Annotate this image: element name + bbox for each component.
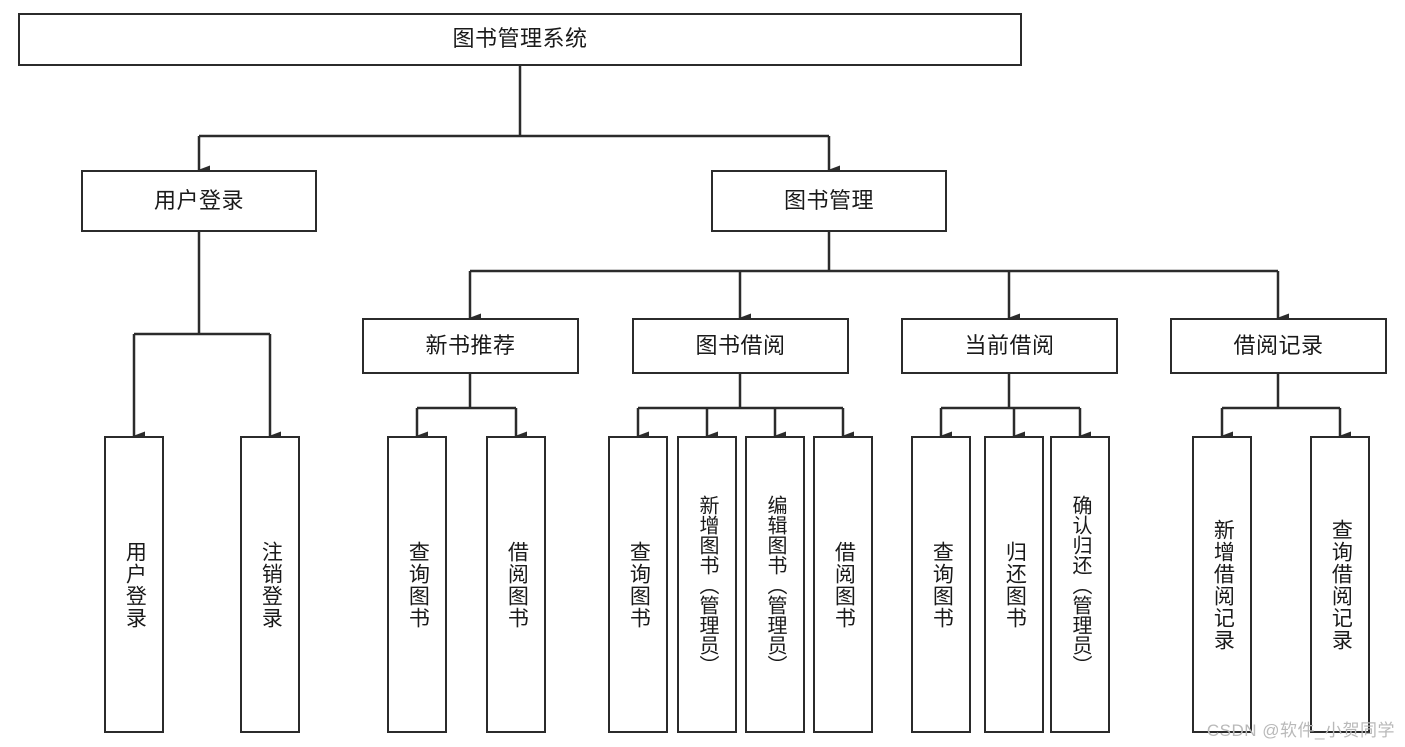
node-leaf-8[interactable]: 查询图书 [911,436,971,733]
node-leaf-12-label: 查询借阅记录 [1329,518,1353,651]
node-leaf-7-label: 借阅图书 [832,540,856,629]
node-leaf-0[interactable]: 用户登录 [104,436,164,733]
node-root-system-label: 图书管理系统 [452,26,588,52]
node-leaf-3[interactable]: 借阅图书 [486,436,546,733]
node-leaf-6[interactable]: 编辑图书（管理员） [745,436,805,733]
node-level2-1[interactable]: 图书管理 [711,170,947,232]
node-leaf-11-label: 新增借阅记录 [1211,518,1235,651]
node-leaf-6-label: 编辑图书（管理员） [764,494,786,675]
node-leaf-5-label: 新增图书（管理员） [696,494,718,675]
connector-lines [132,66,1351,441]
node-leaf-5[interactable]: 新增图书（管理员） [677,436,737,733]
node-level2-1-label: 图书管理 [783,187,874,213]
node-leaf-12[interactable]: 查询借阅记录 [1310,436,1370,733]
node-leaf-1[interactable]: 注销登录 [240,436,300,733]
node-leaf-10[interactable]: 确认归还（管理员） [1050,436,1110,733]
node-leaf-2[interactable]: 查询图书 [387,436,447,733]
node-leaf-0-label: 用户登录 [123,540,147,629]
node-leaf-2-label: 查询图书 [406,540,430,629]
node-level3-0[interactable]: 新书推荐 [362,318,579,374]
node-leaf-10-label: 确认归还（管理员） [1069,494,1091,675]
node-root-system[interactable]: 图书管理系统 [18,13,1022,66]
node-level3-3-label: 借阅记录 [1233,332,1324,358]
node-level3-2-label: 当前借阅 [964,332,1055,358]
node-leaf-9[interactable]: 归还图书 [984,436,1044,733]
node-level3-1[interactable]: 图书借阅 [632,318,849,374]
node-leaf-1-label: 注销登录 [259,540,283,629]
node-leaf-4-label: 查询图书 [627,540,651,629]
node-level2-0-label: 用户登录 [153,187,244,213]
node-leaf-4[interactable]: 查询图书 [608,436,668,733]
node-leaf-3-label: 借阅图书 [505,540,529,629]
node-leaf-7[interactable]: 借阅图书 [813,436,873,733]
node-level3-2[interactable]: 当前借阅 [901,318,1118,374]
node-level3-1-label: 图书借阅 [695,332,786,358]
node-level3-0-label: 新书推荐 [425,332,516,358]
node-level2-0[interactable]: 用户登录 [81,170,317,232]
node-level3-3[interactable]: 借阅记录 [1170,318,1387,374]
node-leaf-9-label: 归还图书 [1003,540,1027,629]
node-leaf-11[interactable]: 新增借阅记录 [1192,436,1252,733]
node-leaf-8-label: 查询图书 [930,540,954,629]
